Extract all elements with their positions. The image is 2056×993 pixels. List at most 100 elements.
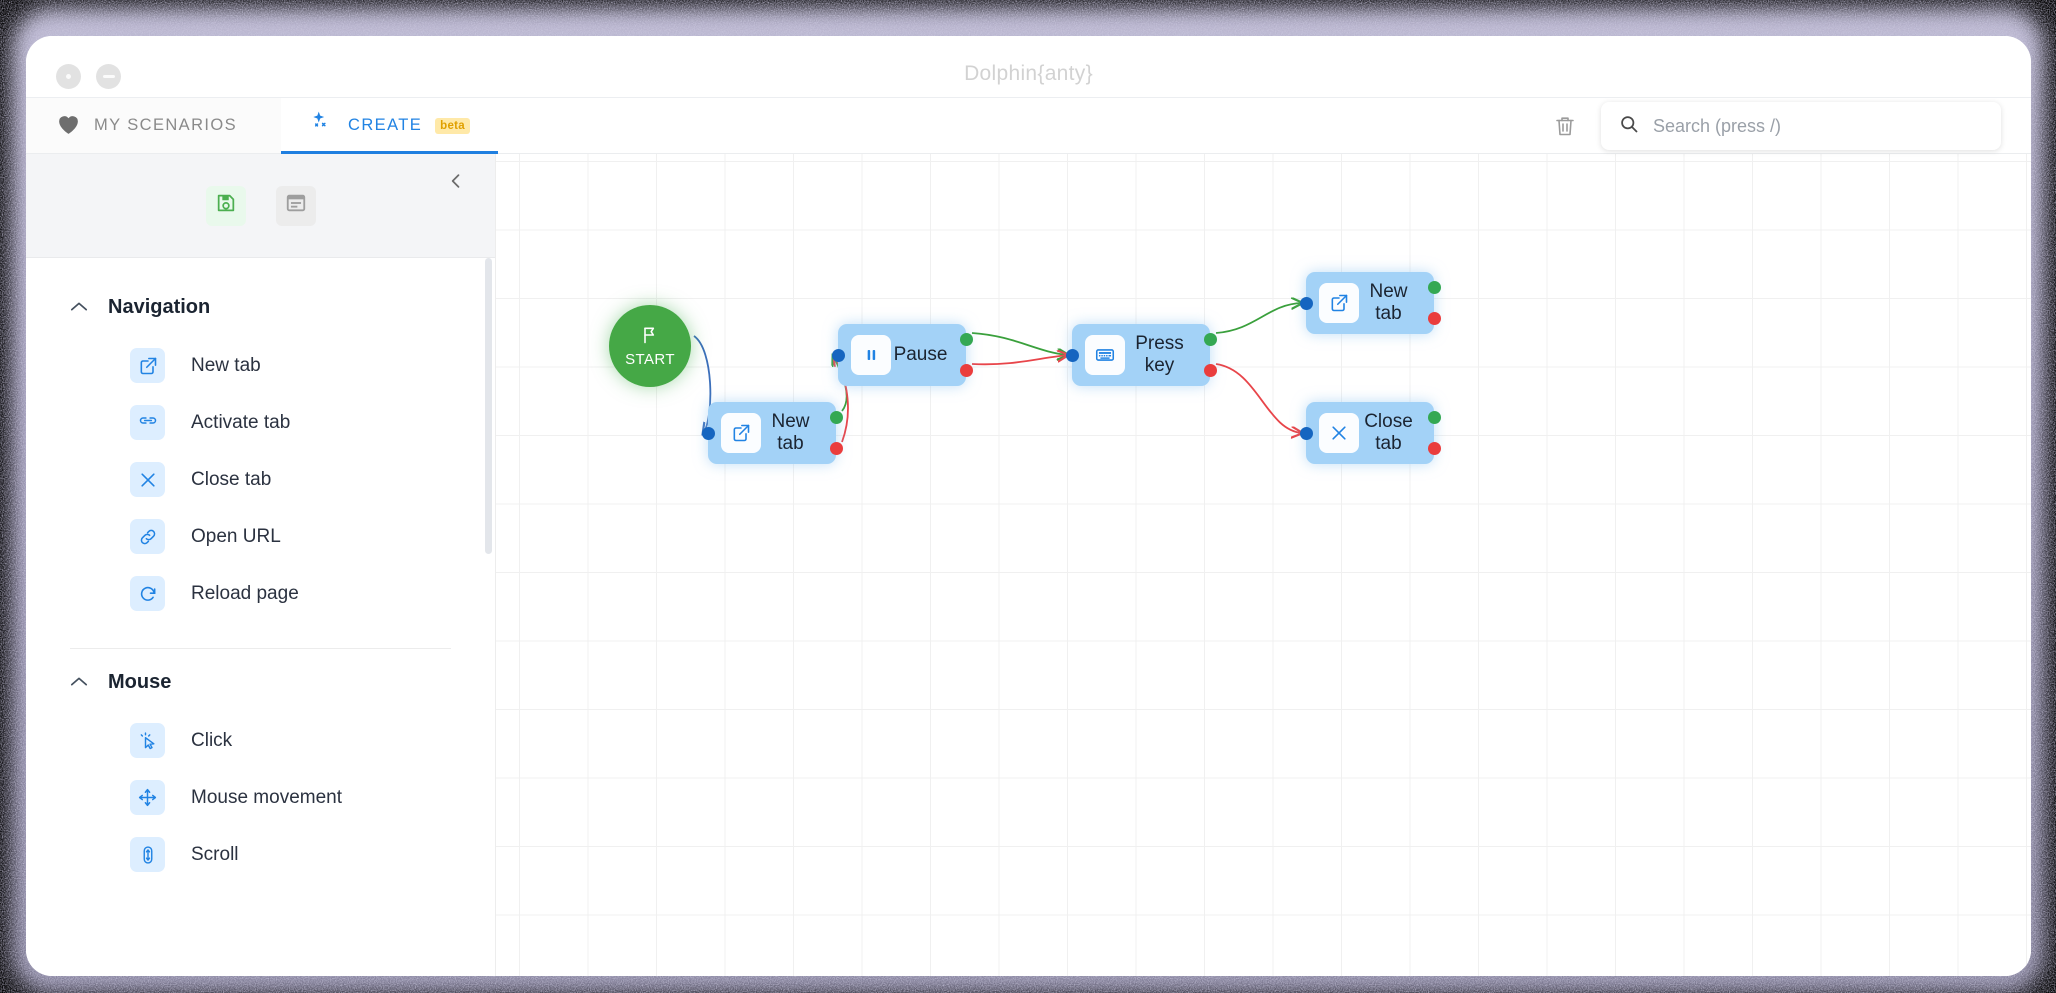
port-input[interactable]	[831, 348, 845, 362]
action-scroll[interactable]: Scroll	[26, 826, 495, 883]
search-input[interactable]	[1653, 115, 1983, 137]
search-box[interactable]	[1601, 102, 2001, 150]
port-success[interactable]	[1427, 411, 1441, 424]
group-mouse-title: Mouse	[108, 671, 172, 693]
node-press-key-label: Press key	[1135, 333, 1184, 376]
action-mouse-movement-label: Mouse movement	[191, 786, 343, 808]
group-divider	[70, 648, 451, 649]
trash-icon[interactable]	[1551, 112, 1579, 140]
node-start-label: START	[625, 350, 675, 368]
action-scroll-label: Scroll	[191, 843, 239, 865]
action-activate-tab-label: Activate tab	[191, 411, 291, 433]
chain-link-icon	[130, 519, 165, 554]
edge-pause-err-to-press-key	[971, 355, 1068, 366]
port-input[interactable]	[1065, 348, 1079, 362]
tab-my-scenarios-label: MY SCENARIOS	[94, 116, 238, 134]
port-error[interactable]	[959, 364, 973, 377]
group-navigation: Navigation New tab	[26, 274, 495, 649]
action-open-url-label: Open URL	[191, 525, 281, 547]
sidebar-collapse-button[interactable]	[441, 168, 471, 198]
scroll-icon	[130, 837, 165, 872]
node-new-tab-1[interactable]: New tab	[701, 402, 843, 464]
save-scenario-button[interactable]	[205, 185, 246, 226]
node-close-tab-label: Close tab	[1364, 411, 1413, 454]
sidebar: Navigation New tab	[26, 154, 496, 976]
external-link-icon	[721, 413, 761, 453]
canvas-panel: START New tab	[496, 102, 2031, 976]
group-mouse: Mouse Click	[26, 649, 495, 883]
window-close-button[interactable]	[56, 64, 81, 89]
close-x-icon	[130, 462, 165, 497]
window-minimize-button[interactable]	[96, 64, 121, 89]
port-input[interactable]	[1299, 426, 1313, 440]
tab-my-scenarios[interactable]: MY SCENARIOS	[26, 98, 282, 153]
dot-icon	[66, 74, 71, 79]
flow-edges	[693, 154, 2031, 443]
flag-icon	[640, 325, 660, 350]
action-reload-page-label: Reload page	[191, 582, 299, 604]
title-bar: Dolphin{anty}	[26, 36, 2031, 98]
node-close-tab[interactable]: Close tab	[1299, 402, 1441, 464]
node-start[interactable]: START	[609, 305, 691, 387]
chevron-up-icon	[70, 675, 88, 691]
sparkle-icon	[309, 110, 335, 141]
search-icon	[1619, 114, 1639, 139]
tab-create[interactable]: CREATE beta	[281, 98, 498, 154]
port-input[interactable]	[701, 426, 715, 440]
port-input[interactable]	[1299, 296, 1313, 310]
sidebar-toolbar	[26, 154, 495, 258]
port-error[interactable]	[1427, 312, 1441, 325]
edge-pause-ok-to-press-key	[971, 332, 1068, 355]
keyboard-icon	[1085, 335, 1125, 375]
port-success[interactable]	[829, 411, 843, 424]
port-error[interactable]	[1203, 364, 1217, 377]
window-list-icon	[285, 192, 307, 219]
app-window: Dolphin{anty} MY SCENARIOS CREATE beta	[26, 36, 2031, 976]
link-horizontal-icon	[130, 405, 165, 440]
port-success[interactable]	[1203, 333, 1217, 346]
chevron-up-icon	[70, 300, 88, 316]
node-new-tab-1-label: New tab	[771, 411, 810, 454]
node-pause[interactable]: Pause	[831, 324, 973, 386]
port-error[interactable]	[829, 442, 843, 455]
action-close-tab[interactable]: Close tab	[26, 451, 495, 508]
action-click[interactable]: Click	[26, 712, 495, 769]
action-activate-tab[interactable]: Activate tab	[26, 394, 495, 451]
pause-icon	[851, 335, 891, 375]
logs-panel-button[interactable]	[275, 185, 316, 226]
external-link-icon	[130, 348, 165, 383]
main-body: Navigation New tab	[26, 102, 2031, 976]
cursor-click-icon	[130, 723, 165, 758]
beta-badge: beta	[435, 117, 470, 134]
heart-icon	[56, 112, 81, 140]
action-new-tab[interactable]: New tab	[26, 337, 495, 394]
sidebar-scroll-area[interactable]: Navigation New tab	[26, 258, 495, 976]
node-new-tab-2[interactable]: New tab	[1299, 272, 1441, 334]
group-mouse-header[interactable]: Mouse	[26, 649, 495, 712]
sidebar-scrollbar-thumb[interactable]	[485, 258, 492, 554]
node-pause-label: Pause	[893, 344, 948, 365]
chevron-left-icon	[446, 170, 466, 197]
port-error[interactable]	[1427, 442, 1441, 455]
external-link-icon	[1319, 283, 1359, 323]
canvas-toolbar	[496, 98, 2031, 154]
action-reload-page[interactable]: Reload page	[26, 565, 495, 622]
node-press-key[interactable]: Press key	[1065, 324, 1217, 386]
group-navigation-header[interactable]: Navigation	[26, 274, 495, 337]
node-new-tab-2-label: New tab	[1369, 281, 1408, 324]
app-title: Dolphin{anty}	[964, 62, 1093, 85]
action-new-tab-label: New tab	[191, 354, 261, 376]
group-navigation-title: Navigation	[108, 296, 211, 318]
close-x-icon	[1319, 413, 1359, 453]
minus-icon	[102, 74, 115, 79]
action-close-tab-label: Close tab	[191, 468, 272, 490]
port-success[interactable]	[959, 333, 973, 346]
refresh-icon	[130, 576, 165, 611]
edge-press-key-ok-to-new-tab	[1215, 303, 1302, 334]
port-success[interactable]	[1427, 281, 1441, 294]
action-mouse-movement[interactable]: Mouse movement	[26, 769, 495, 826]
edge-press-key-err-to-close-tab	[1215, 363, 1302, 433]
action-click-label: Click	[191, 729, 233, 751]
flow-canvas[interactable]: START New tab	[496, 154, 2031, 976]
action-open-url[interactable]: Open URL	[26, 508, 495, 565]
